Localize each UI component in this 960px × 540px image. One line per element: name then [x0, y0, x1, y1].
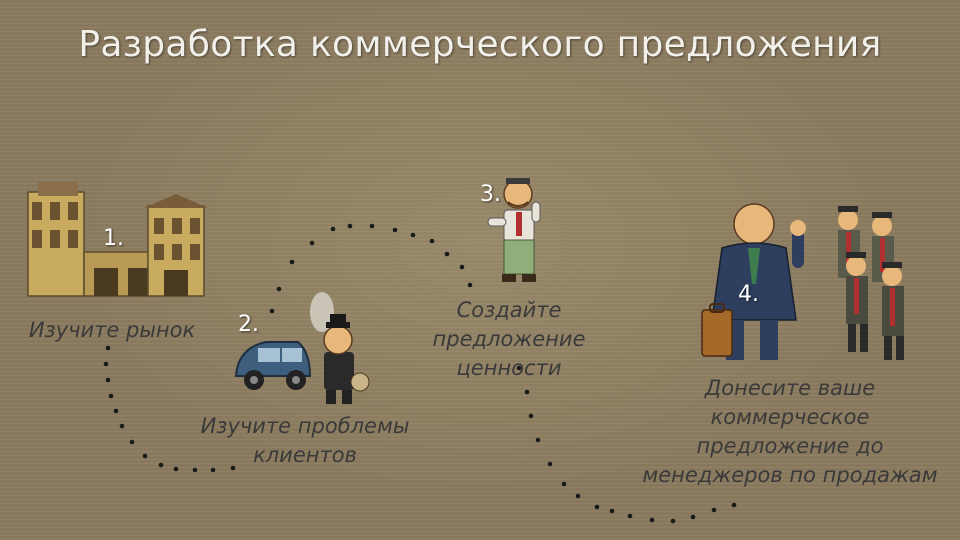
path-dot — [445, 252, 450, 257]
path-dot — [691, 515, 696, 520]
path-dot — [430, 239, 435, 244]
path-dot — [174, 467, 179, 472]
path-dot — [628, 514, 633, 519]
path-dot — [671, 519, 676, 524]
path-dot — [536, 438, 541, 443]
step-caption-2-line-2: клиентов — [190, 441, 420, 470]
step-caption-1-line-1: Изучите рынок — [22, 316, 202, 345]
path-dot — [159, 463, 164, 468]
step-number-2: 2. — [238, 312, 259, 337]
step-caption-2: Изучите проблемы клиентов — [190, 412, 420, 470]
path-dot — [525, 390, 530, 395]
path-dot — [562, 482, 567, 487]
step-caption-3-line-2: ценности — [378, 354, 640, 383]
step-caption-4-line-2: предложение до — [640, 432, 940, 461]
path-dot — [120, 424, 125, 429]
boss-and-managers-illustration — [698, 200, 918, 368]
step-caption-1: Изучите рынок — [22, 316, 202, 345]
path-dot — [595, 505, 600, 510]
path-dot — [310, 241, 315, 246]
path-dot — [393, 228, 398, 233]
step-number-4: 4. — [738, 282, 759, 307]
path-dot — [576, 494, 581, 499]
path-dot — [130, 440, 135, 445]
path-dot — [348, 224, 353, 229]
step-caption-3-line-1: Создайте предложение — [378, 296, 640, 354]
path-dot — [548, 462, 553, 467]
path-dot — [712, 508, 717, 513]
path-dot — [650, 518, 655, 523]
step-caption-3: Создайте предложение ценности — [378, 296, 640, 383]
car-and-man-illustration — [226, 288, 376, 408]
path-dot — [331, 227, 336, 232]
path-dot — [104, 362, 109, 367]
step-caption-4: Донесите ваше коммерческое предложение д… — [640, 374, 940, 490]
path-dot — [106, 346, 111, 351]
path-dot — [610, 509, 615, 514]
step-caption-4-line-1: Донесите ваше коммерческое — [640, 374, 940, 432]
step-caption-4-line-3: менеджеров по продажам — [640, 461, 940, 490]
path-dot — [370, 224, 375, 229]
path-dot — [143, 454, 148, 459]
path-dot — [109, 394, 114, 399]
path-dot — [106, 378, 111, 383]
step-caption-2-line-1: Изучите проблемы — [190, 412, 420, 441]
step-number-1: 1. — [103, 226, 124, 251]
path-dot — [114, 409, 119, 414]
step-number-3: 3. — [480, 182, 501, 207]
path-dot — [468, 283, 473, 288]
path-dot — [460, 265, 465, 270]
path-dot — [529, 414, 534, 419]
path-dot — [290, 260, 295, 265]
path-dot — [411, 233, 416, 238]
path-dot — [732, 503, 737, 508]
